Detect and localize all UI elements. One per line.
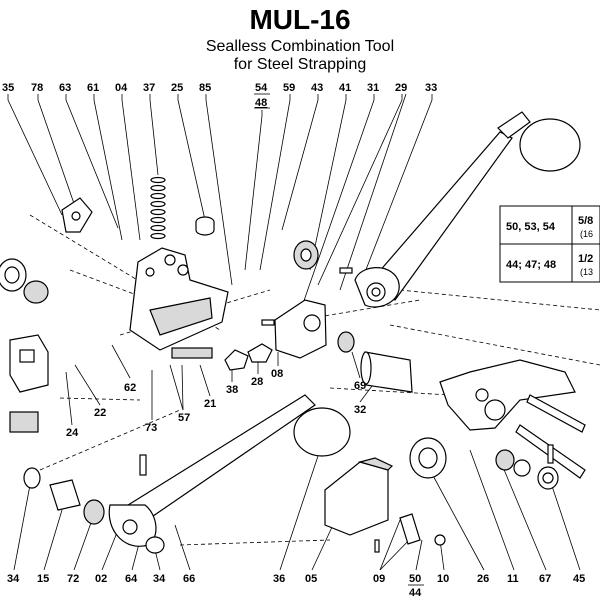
part-label: 64	[125, 573, 138, 585]
part-label: 05	[305, 573, 317, 585]
part-label: 09	[373, 573, 385, 585]
part-label: 35	[2, 82, 14, 94]
part-label: 34	[7, 573, 20, 585]
part-label: 29	[395, 82, 407, 94]
part-label: 57	[178, 412, 190, 424]
part-label: 22	[94, 407, 106, 419]
part-label: 69	[354, 380, 366, 392]
part-label: 11	[507, 573, 519, 585]
part-label: 50	[409, 573, 421, 585]
top-labels: 35 78 63 61 04 37 25 85 54 48 59 43 41 3…	[2, 82, 437, 109]
part-label: 38	[226, 384, 238, 396]
part-label: 61	[87, 82, 99, 94]
part-label: 41	[339, 82, 351, 94]
size-table: 50, 53, 54 5/8 (16 44; 47; 48 1/2 (13	[499, 205, 600, 283]
diagram-subtitle: Sealless Combination Tool for Steel Stra…	[0, 38, 600, 74]
part-label: 78	[31, 82, 43, 94]
part-label: 59	[283, 82, 295, 94]
diagram-title: MUL-16	[249, 4, 351, 35]
part-label: 44	[409, 587, 422, 599]
table-row-1-parts: 50, 53, 54	[506, 221, 556, 233]
part-label: 28	[251, 376, 263, 388]
part-label: 66	[183, 573, 195, 585]
table-row-1-size: 5/8	[578, 215, 593, 227]
table-row-2-sub: (13	[580, 267, 593, 277]
part-label: 31	[367, 82, 379, 94]
part-shapes	[0, 111, 586, 554]
part-label: 45	[573, 573, 585, 585]
part-label: 62	[124, 382, 136, 394]
part-label: 15	[37, 573, 49, 585]
part-label: 02	[95, 573, 107, 585]
part-label: 36	[273, 573, 285, 585]
part-label: 73	[145, 422, 157, 434]
part-label: 24	[66, 427, 79, 439]
subtitle-line-2: for Steel Strapping	[233, 56, 367, 73]
part-label: 37	[143, 82, 155, 94]
part-label: 34	[153, 573, 166, 585]
part-label: 63	[59, 82, 71, 94]
part-label: 33	[425, 82, 437, 94]
part-label: 21	[204, 398, 216, 410]
part-label: 08	[271, 368, 283, 380]
part-label: 72	[67, 573, 79, 585]
part-label: 54	[255, 82, 268, 94]
part-label: 48	[255, 97, 267, 109]
part-label: 26	[477, 573, 489, 585]
part-label: 32	[354, 404, 366, 416]
part-label: 67	[539, 573, 551, 585]
table-row-1-sub: (16	[580, 229, 593, 239]
subtitle-line-1: Sealless Combination Tool	[205, 38, 395, 55]
part-label: 43	[311, 82, 323, 94]
part-label: 85	[199, 82, 211, 94]
part-label: 25	[171, 82, 183, 94]
bottom-labels: 34 15 72 02 64 34 66 36 05 09 50 44 10 2…	[7, 573, 585, 599]
part-label: 10	[437, 573, 449, 585]
part-label: 04	[115, 82, 128, 94]
table-row-2-parts: 44; 47; 48	[506, 259, 556, 271]
part-labels: 35 78 63 61 04 37 25 85 54 48 59 43 41 3…	[2, 82, 585, 599]
middle-labels: 62 22 24 73 57 21 38 28 08 69 32	[66, 368, 366, 439]
table-row-2-size: 1/2	[578, 253, 593, 265]
